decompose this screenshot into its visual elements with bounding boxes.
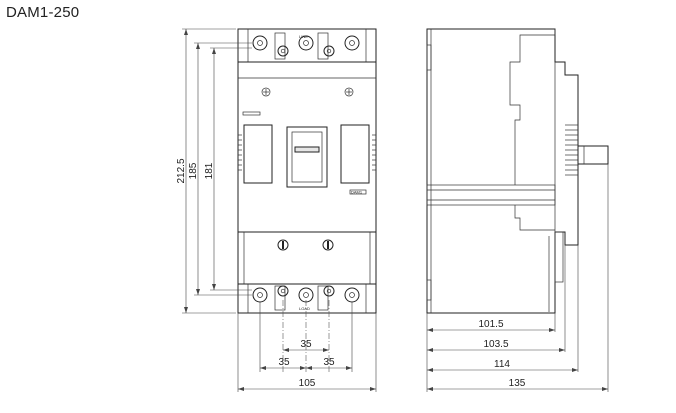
handle-frame xyxy=(286,126,328,188)
dim-height-mid: 185 xyxy=(188,162,199,179)
front-lower-indicators xyxy=(277,239,334,251)
front-left-window xyxy=(243,124,273,184)
dim-width: 105 xyxy=(299,378,316,389)
dim-pole-pitch-right: 35 xyxy=(323,357,335,368)
front-view: LINE DAM1 xyxy=(237,28,377,314)
dim-pole-pitch-left: 35 xyxy=(278,357,290,368)
side-handle-lever xyxy=(577,145,609,165)
nameplate xyxy=(349,189,367,195)
front-bottom-terminal-block xyxy=(237,283,377,314)
dim-pole-pitch-center: 35 xyxy=(300,339,312,350)
front-vertical-dimensions xyxy=(182,28,252,314)
dim-depth-1: 101.5 xyxy=(478,319,503,330)
load-terminal-label: LOAD xyxy=(299,306,310,311)
front-top-terminal-screws xyxy=(252,35,360,57)
drawing-title: DAM1-250 xyxy=(6,4,80,21)
nameplate-label: DAM1 xyxy=(351,190,363,195)
operating-handle xyxy=(294,146,320,153)
front-horizontal-dimensions xyxy=(237,302,377,392)
front-right-window xyxy=(340,124,370,184)
dim-depth-2: 103.5 xyxy=(483,339,508,350)
front-right-vents xyxy=(372,134,376,171)
dim-height-inner: 181 xyxy=(204,162,215,179)
side-dimensions xyxy=(426,164,609,392)
front-bottom-terminal-screws xyxy=(252,285,360,303)
dim-depth-3: 114 xyxy=(494,359,510,370)
front-centerlines xyxy=(282,300,330,372)
side-view xyxy=(426,28,609,314)
side-ribs xyxy=(565,124,578,176)
dim-height-overall: 212.5 xyxy=(176,158,187,183)
front-left-vents xyxy=(238,134,242,171)
dim-depth-overall: 135 xyxy=(509,378,526,389)
side-mid-band xyxy=(426,184,556,206)
front-lower-area xyxy=(237,231,377,285)
front-cover-screws xyxy=(261,87,354,97)
line-terminal-label: LINE xyxy=(299,34,308,39)
